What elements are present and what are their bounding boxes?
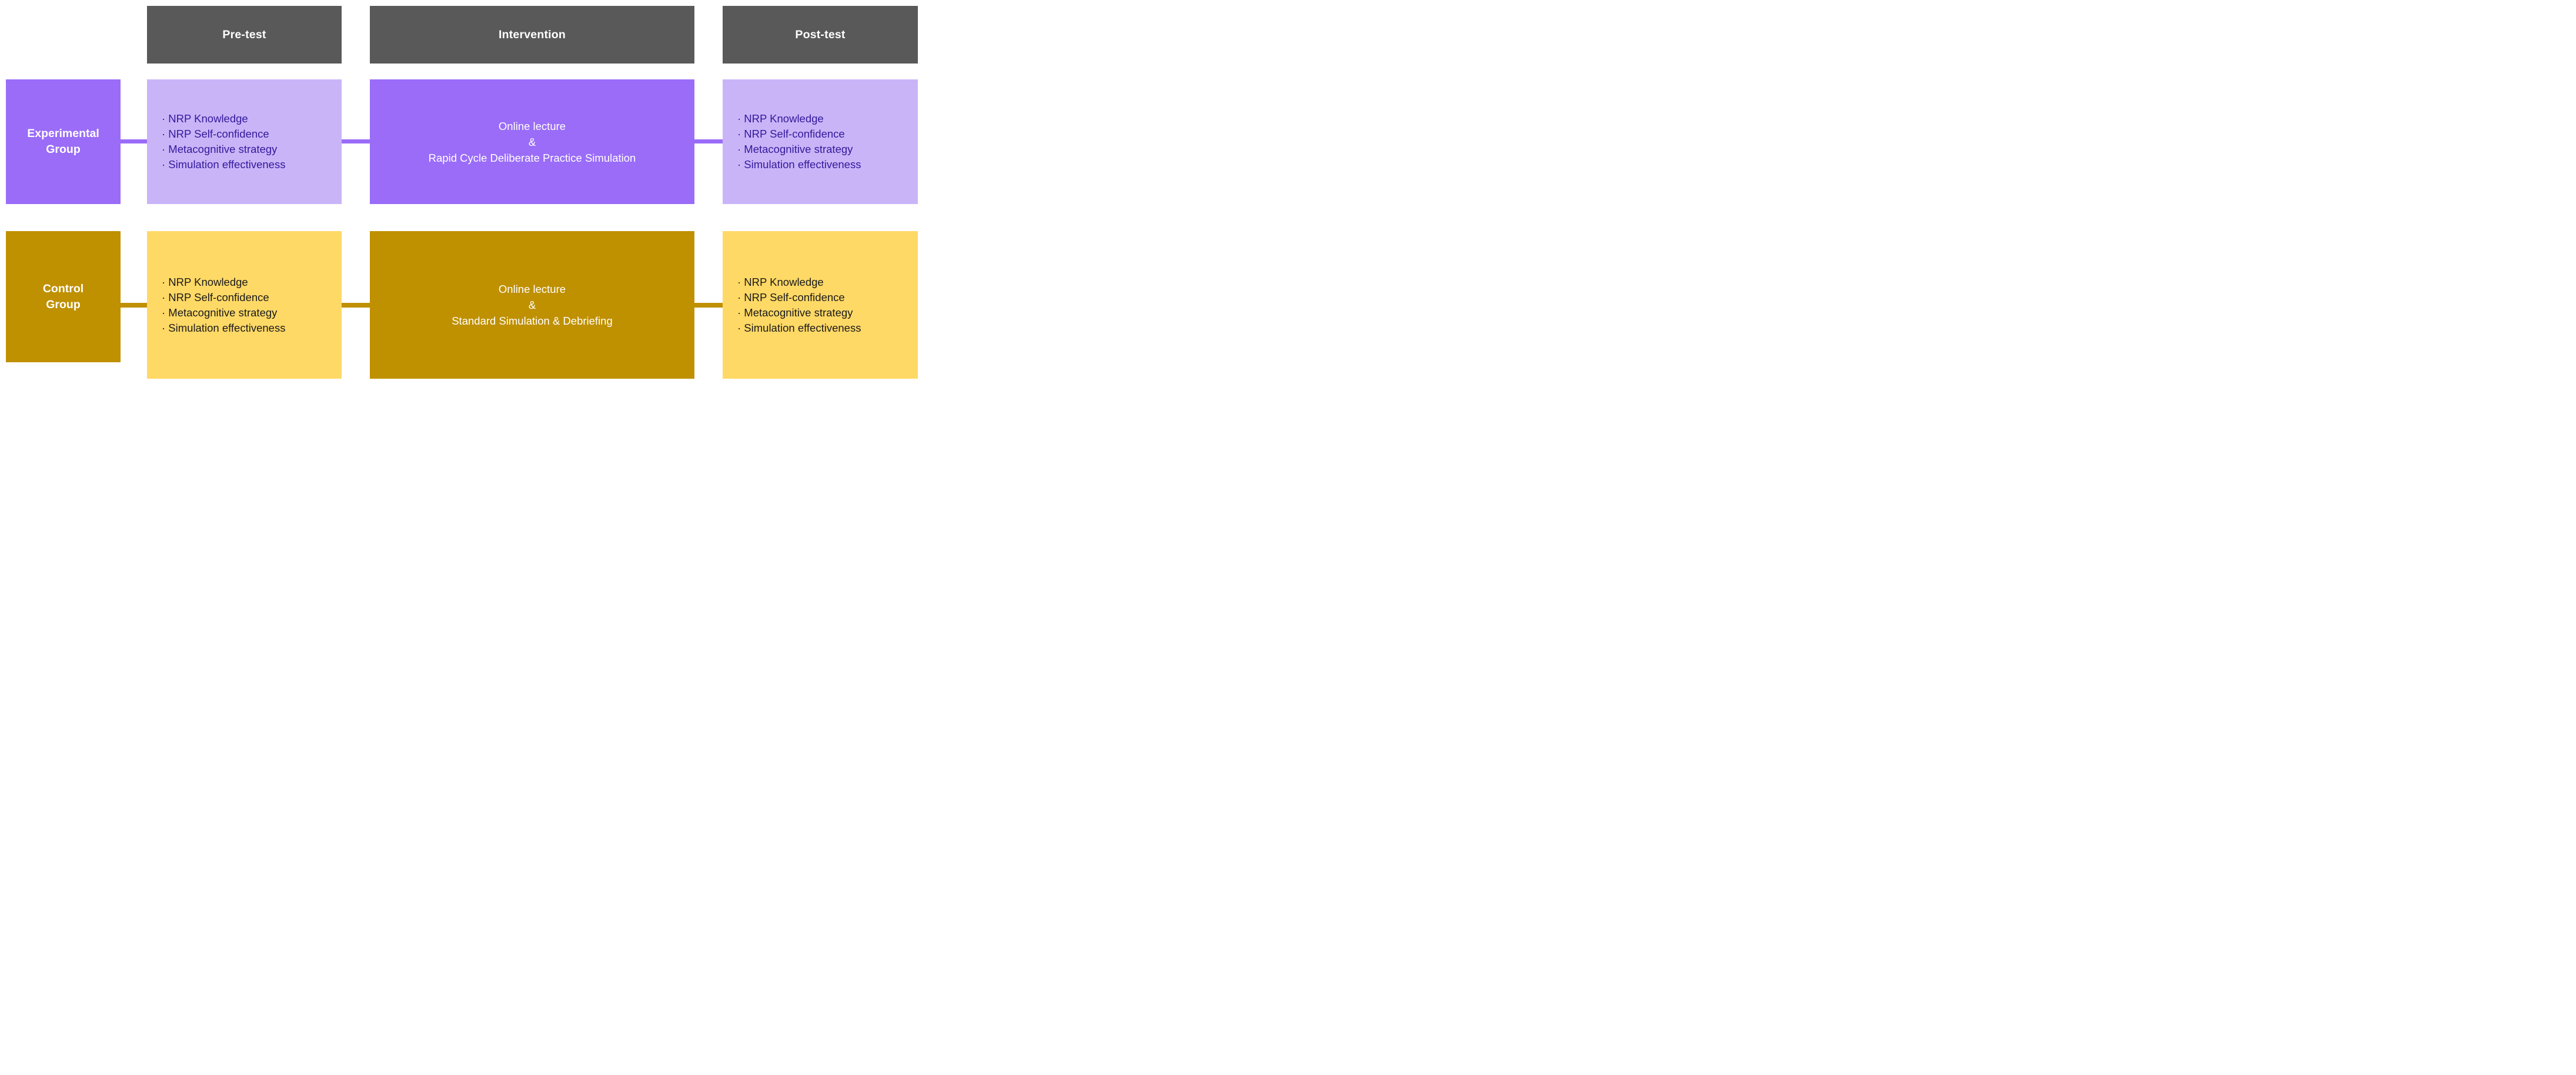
measure-item: · Metacognitive strategy <box>162 306 278 319</box>
control-connector-label-pretest <box>121 303 147 308</box>
control-connector-pretest-intervention <box>342 303 370 308</box>
experimental-connector-label-pretest <box>121 139 147 143</box>
study-design-diagram: Pre-test Intervention Post-test Experime… <box>0 0 922 385</box>
measure-item: · Simulation effectiveness <box>737 158 861 171</box>
phase-header-pretest: Pre-test <box>147 6 342 64</box>
measure-item: · Metacognitive strategy <box>737 306 853 319</box>
phase-header-posttest: Post-test <box>723 6 918 64</box>
measure-item: · Simulation effectiveness <box>737 321 861 334</box>
control-group-label-box: Control Group <box>6 231 121 362</box>
control-intervention-box: Online lecture & Standard Simulation & D… <box>370 231 694 379</box>
measure-item: · NRP Knowledge <box>162 112 248 125</box>
measure-item: · NRP Knowledge <box>737 275 824 288</box>
control-posttest-measures-box: · NRP Knowledge · NRP Self-confidence · … <box>723 231 918 379</box>
measure-item: · NRP Self-confidence <box>162 128 269 140</box>
control-pretest-measures-box: · NRP Knowledge · NRP Self-confidence · … <box>147 231 342 379</box>
measure-item: · Metacognitive strategy <box>162 143 278 155</box>
experimental-group-label-box: Experimental Group <box>6 79 121 204</box>
experimental-intervention-box: Online lecture & Rapid Cycle Deliberate … <box>370 79 694 204</box>
measure-item: · Metacognitive strategy <box>737 143 853 155</box>
measure-item: · NRP Self-confidence <box>737 128 845 140</box>
experimental-connector-pretest-intervention <box>342 139 370 143</box>
experimental-posttest-measures-box: · NRP Knowledge · NRP Self-confidence · … <box>723 79 918 204</box>
measure-item: · NRP Knowledge <box>737 112 824 125</box>
experimental-pretest-measures-box: · NRP Knowledge · NRP Self-confidence · … <box>147 79 342 204</box>
measure-item: · Simulation effectiveness <box>162 158 286 171</box>
experimental-connector-intervention-posttest <box>694 139 723 143</box>
measure-item: · Simulation effectiveness <box>162 321 286 334</box>
phase-header-intervention: Intervention <box>370 6 694 64</box>
control-connector-intervention-posttest <box>694 303 723 308</box>
measure-item: · NRP Self-confidence <box>162 291 269 303</box>
measure-item: · NRP Self-confidence <box>737 291 845 303</box>
measure-item: · NRP Knowledge <box>162 275 248 288</box>
